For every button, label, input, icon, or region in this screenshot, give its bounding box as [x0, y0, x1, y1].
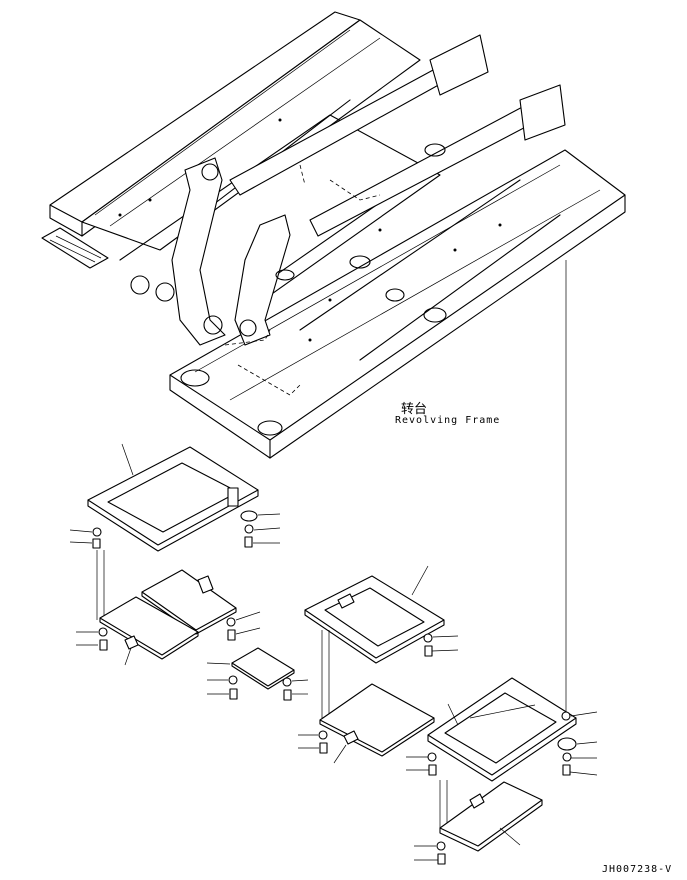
middle-cover-group — [298, 565, 459, 776]
frame-label-en: Revolving Frame — [395, 415, 501, 426]
revolving-frame — [41, 11, 626, 459]
frame-label-cn: 转台 — [401, 402, 428, 417]
left-cover-group — [69, 443, 309, 701]
drawing-code: JH007238-V — [602, 864, 673, 875]
right-cover-group — [414, 677, 598, 865]
